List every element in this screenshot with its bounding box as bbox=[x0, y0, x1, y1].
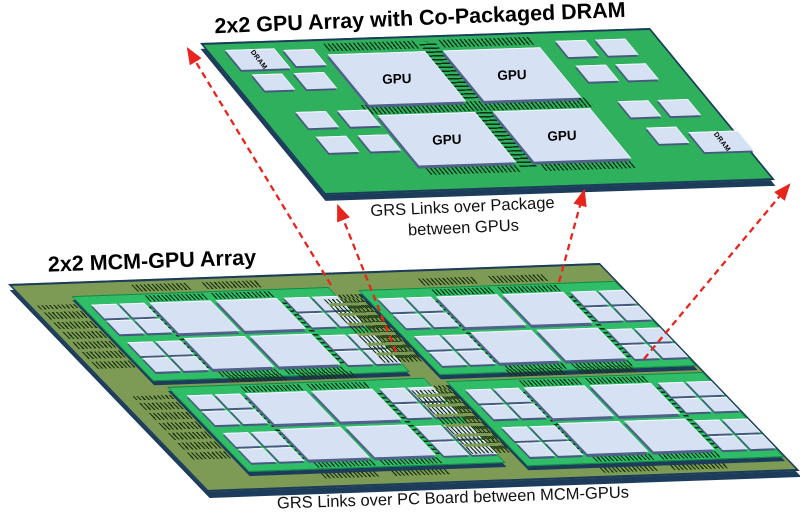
zoom-arrow-icon bbox=[186, 47, 332, 286]
package-links-caption: GRS Links over Package between GPUs bbox=[337, 191, 589, 244]
mcm-board-title: 2x2 MCM-GPU Array bbox=[47, 245, 257, 277]
top-module-title: 2x2 GPU Array with Co-Packaged DRAM bbox=[213, 0, 626, 39]
zoom-arrow-icon bbox=[557, 188, 587, 283]
board-links-caption: GRS Links over PC Board between MCM-GPUs bbox=[276, 483, 630, 513]
zoom-arrow-icon bbox=[643, 183, 791, 360]
zoom-arrow-icon bbox=[336, 203, 398, 353]
